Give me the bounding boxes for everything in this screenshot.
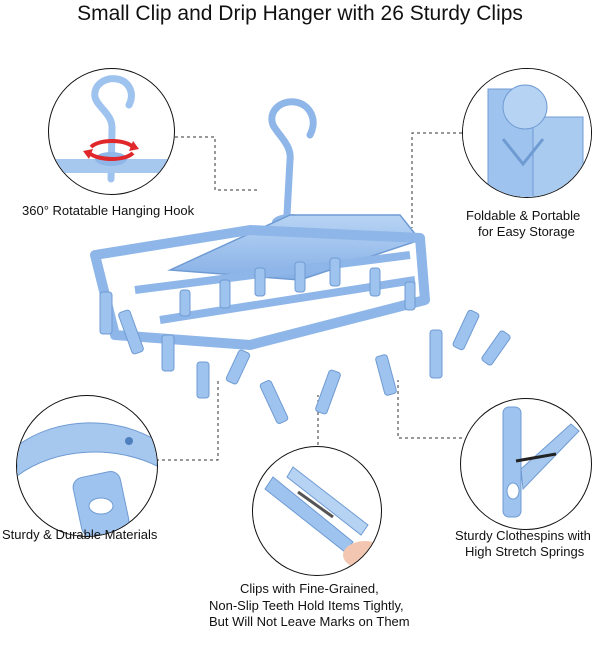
clips-group <box>99 257 511 424</box>
foldable-detail-circle <box>462 68 592 198</box>
clothespin-label-line2: High Stretch Springs <box>465 544 585 559</box>
clothespin-label-line1: Sturdy Clothespins with <box>455 528 591 543</box>
hook-callout-line <box>175 136 258 191</box>
product-title: Small Clip and Drip Hanger with 26 Sturd… <box>77 2 523 25</box>
hook-closeup-icon <box>91 75 135 183</box>
clips-detail-circle <box>252 446 382 576</box>
foldable-callout-line <box>411 132 462 228</box>
materials-callout-line <box>156 380 219 461</box>
clips-label-line3: But Will Not Leave Marks on Them <box>209 614 410 629</box>
hook-shape <box>268 98 317 219</box>
clothespin-callout-line <box>397 380 462 439</box>
foldable-label-line1: Foldable & Portable <box>466 208 581 223</box>
hook-label: 360° Rotatable Hanging Hook <box>22 203 195 218</box>
foldable-label-line2: for Easy Storage <box>478 224 575 239</box>
frame-rod-1 <box>134 251 411 294</box>
clips-label-line1: Clips with Fine-Grained, <box>240 581 379 596</box>
materials-label: Sturdy & Durable Materials <box>2 527 158 542</box>
spring-icon <box>515 452 557 463</box>
clothespin-detail-circle <box>460 398 592 530</box>
hinge-icon <box>502 84 548 130</box>
frame <box>90 225 430 350</box>
hook-detail-circle <box>48 68 175 195</box>
materials-detail-circle <box>16 395 158 537</box>
clips-label-line2: Non-Slip Teeth Hold Items Tightly, <box>209 598 404 613</box>
rotate-arrow-icon <box>89 139 135 149</box>
